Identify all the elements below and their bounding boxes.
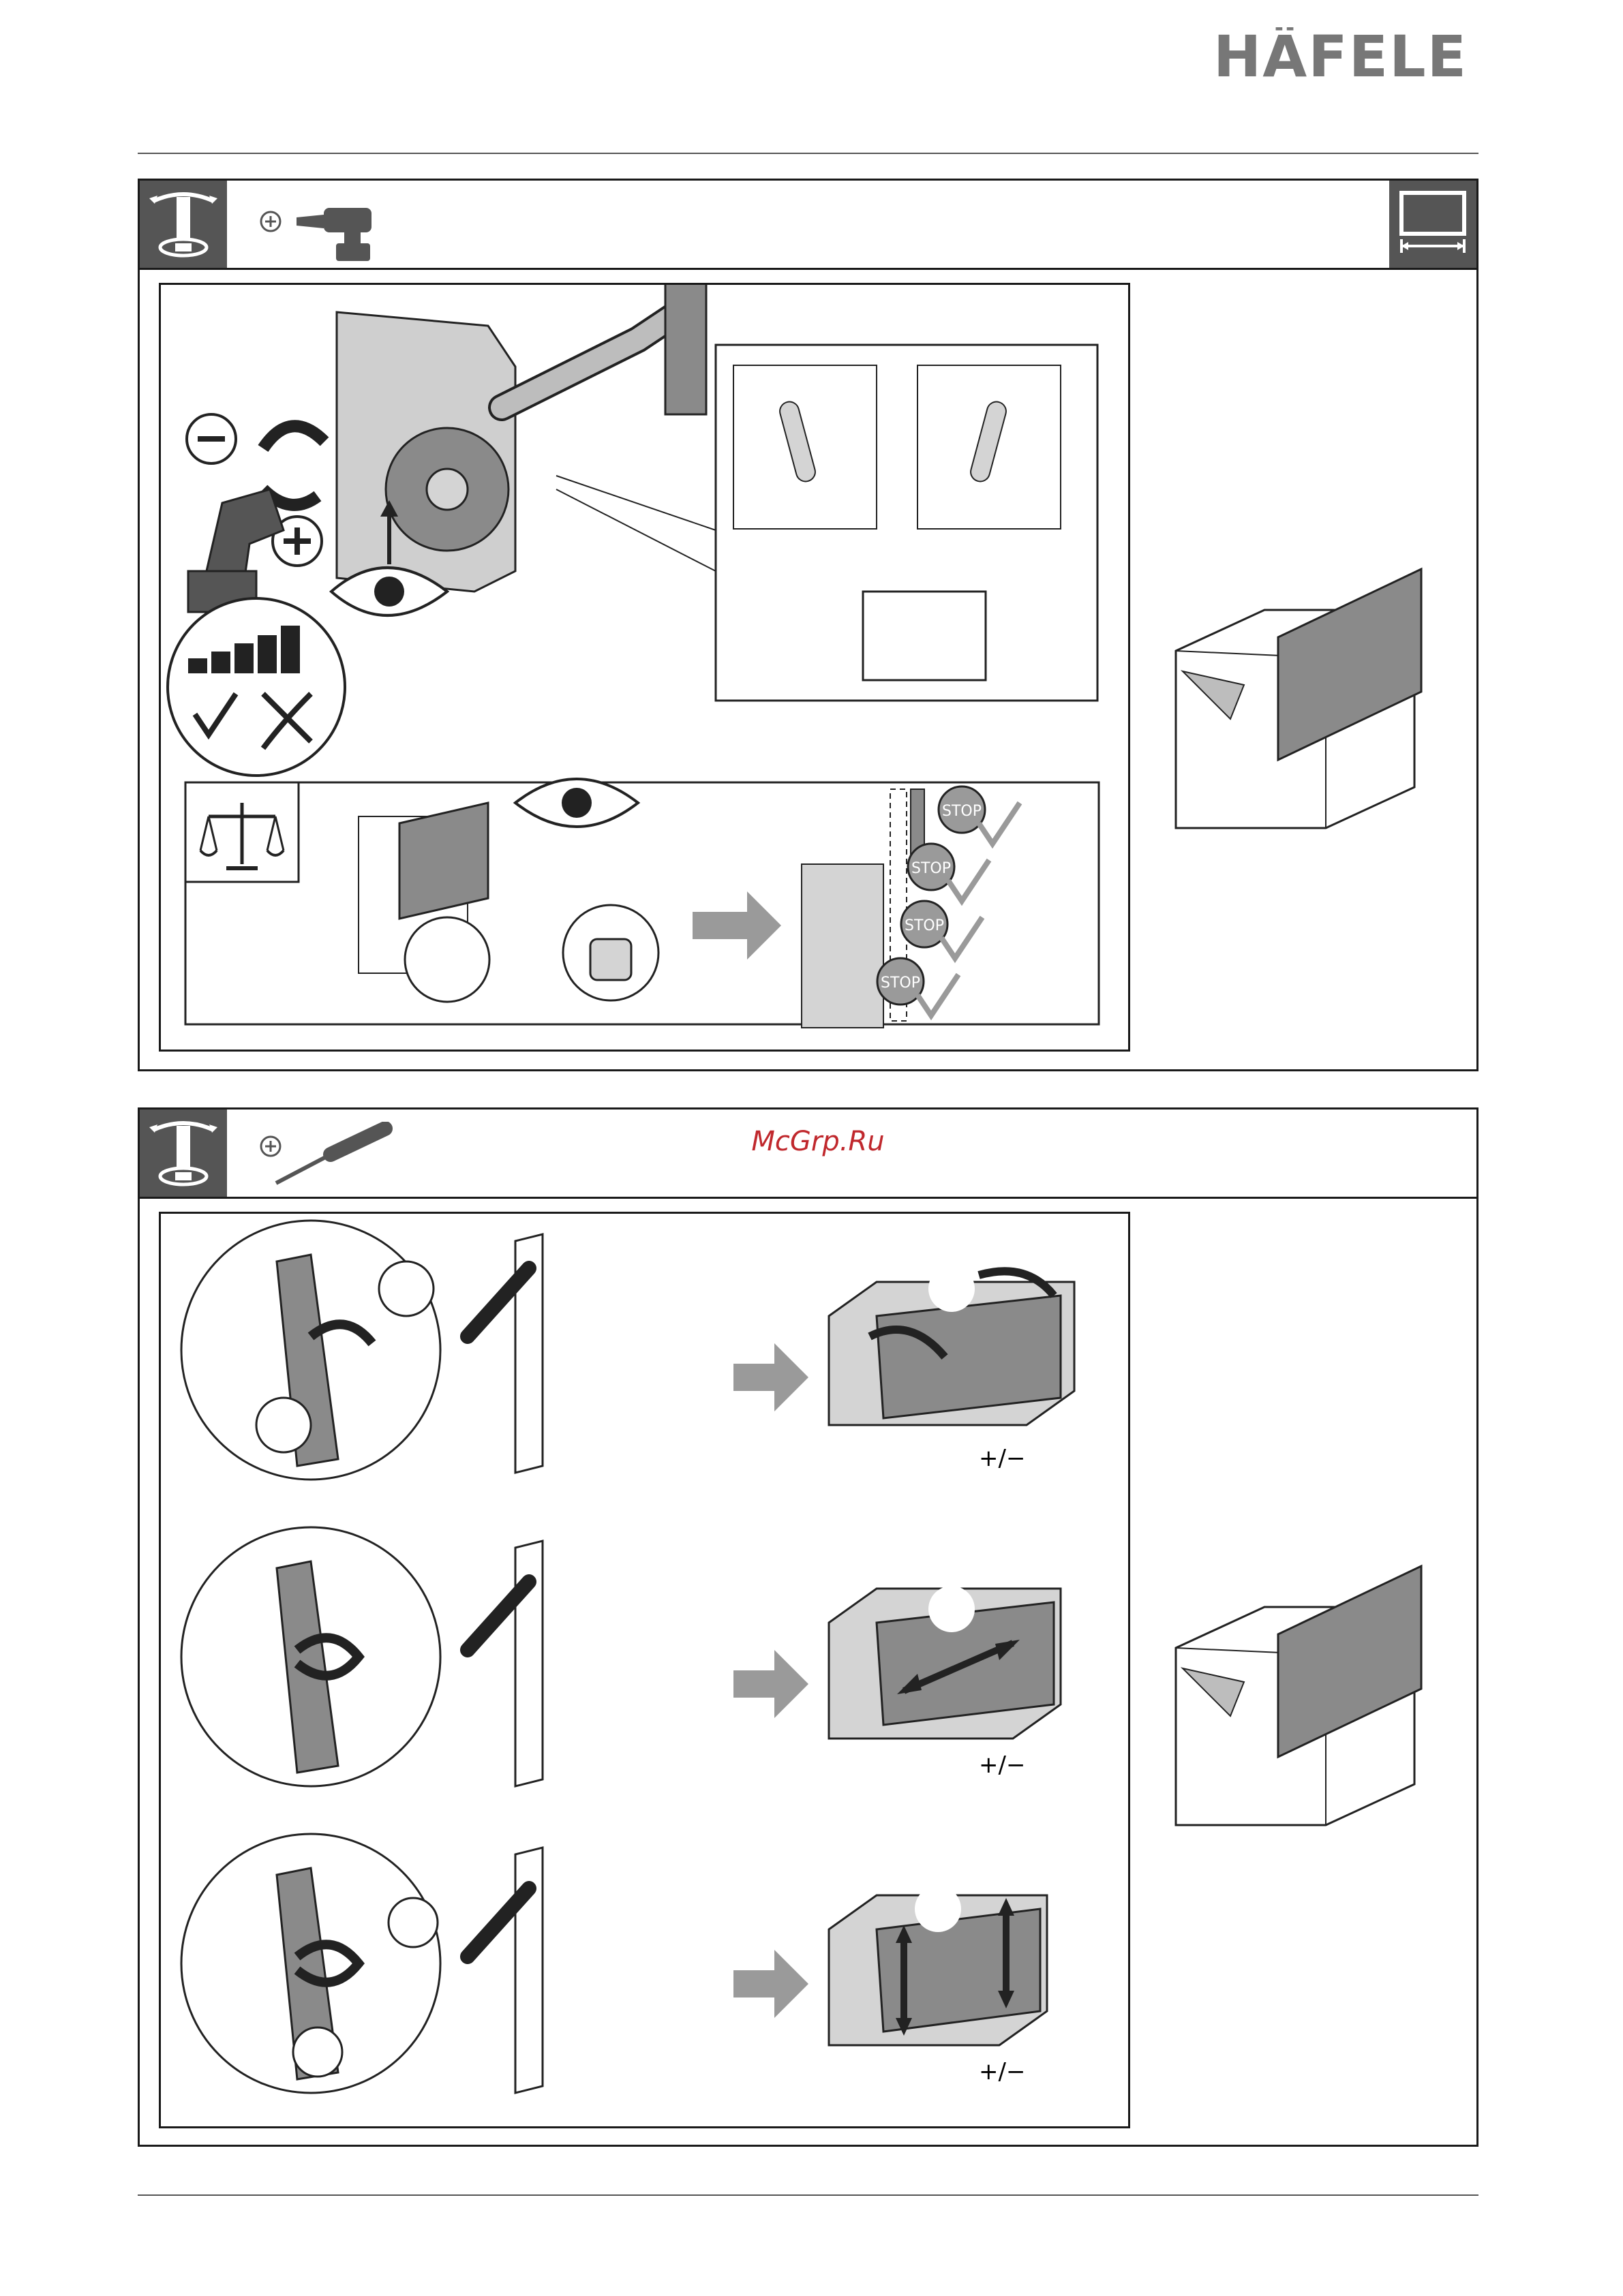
adjust-row-3-label: +/−: [979, 2058, 1025, 2085]
top-rule: [138, 153, 1478, 154]
stop-label-2: STOP: [911, 860, 951, 877]
step1-illustration-box: STOP STOP STOP STOP: [159, 283, 1130, 1052]
adjust-icon: [140, 181, 227, 268]
torque-level-icon: [168, 598, 345, 776]
hafele-logo-graphic: HÄFELE: [1213, 27, 1486, 116]
bottom-rule: [138, 2194, 1478, 2196]
adjust-icon-2: [140, 1109, 227, 1197]
stop-label-4: STOP: [881, 975, 920, 992]
step1-cabinet-overview: [1128, 494, 1469, 848]
adjust-row-1-label: +/−: [979, 1445, 1025, 1472]
watermark-text: McGrp.Ru: [743, 1126, 893, 1167]
step2-panel: +/− +/−: [138, 1107, 1478, 2147]
cabinet-horizontal-icon: [829, 1586, 1061, 1739]
step2-illustration-box: +/− +/−: [159, 1212, 1130, 2128]
svg-text:HÄFELE: HÄFELE: [1213, 27, 1468, 90]
step2-cabinet-overview: [1128, 1491, 1469, 1846]
adjust-row-1-detail: [181, 1221, 543, 1480]
screwdriver-icon: [256, 1122, 406, 1190]
step1-panel: STOP STOP STOP STOP: [138, 179, 1478, 1071]
balance-scale-icon: [185, 782, 299, 882]
width-measure-icon: [1389, 181, 1476, 268]
adjust-row-2-detail: [181, 1527, 543, 1786]
hafele-logo: HÄFELE: [1213, 27, 1486, 116]
adjust-row-3-detail: [181, 1834, 543, 2093]
cabinet-tilt-icon: [829, 1266, 1074, 1425]
minus-symbol-icon: [187, 414, 236, 463]
cordless-drill-icon: [256, 194, 406, 262]
step1-illustration: STOP STOP STOP STOP: [161, 285, 1128, 1050]
adjust-row-2-label: +/−: [979, 1751, 1025, 1779]
step2-illustration: +/− +/−: [161, 1214, 1128, 2126]
stop-label-1: STOP: [942, 803, 982, 820]
stop-label-3: STOP: [905, 917, 944, 934]
cabinet-vertical-icon: [829, 1886, 1047, 2045]
